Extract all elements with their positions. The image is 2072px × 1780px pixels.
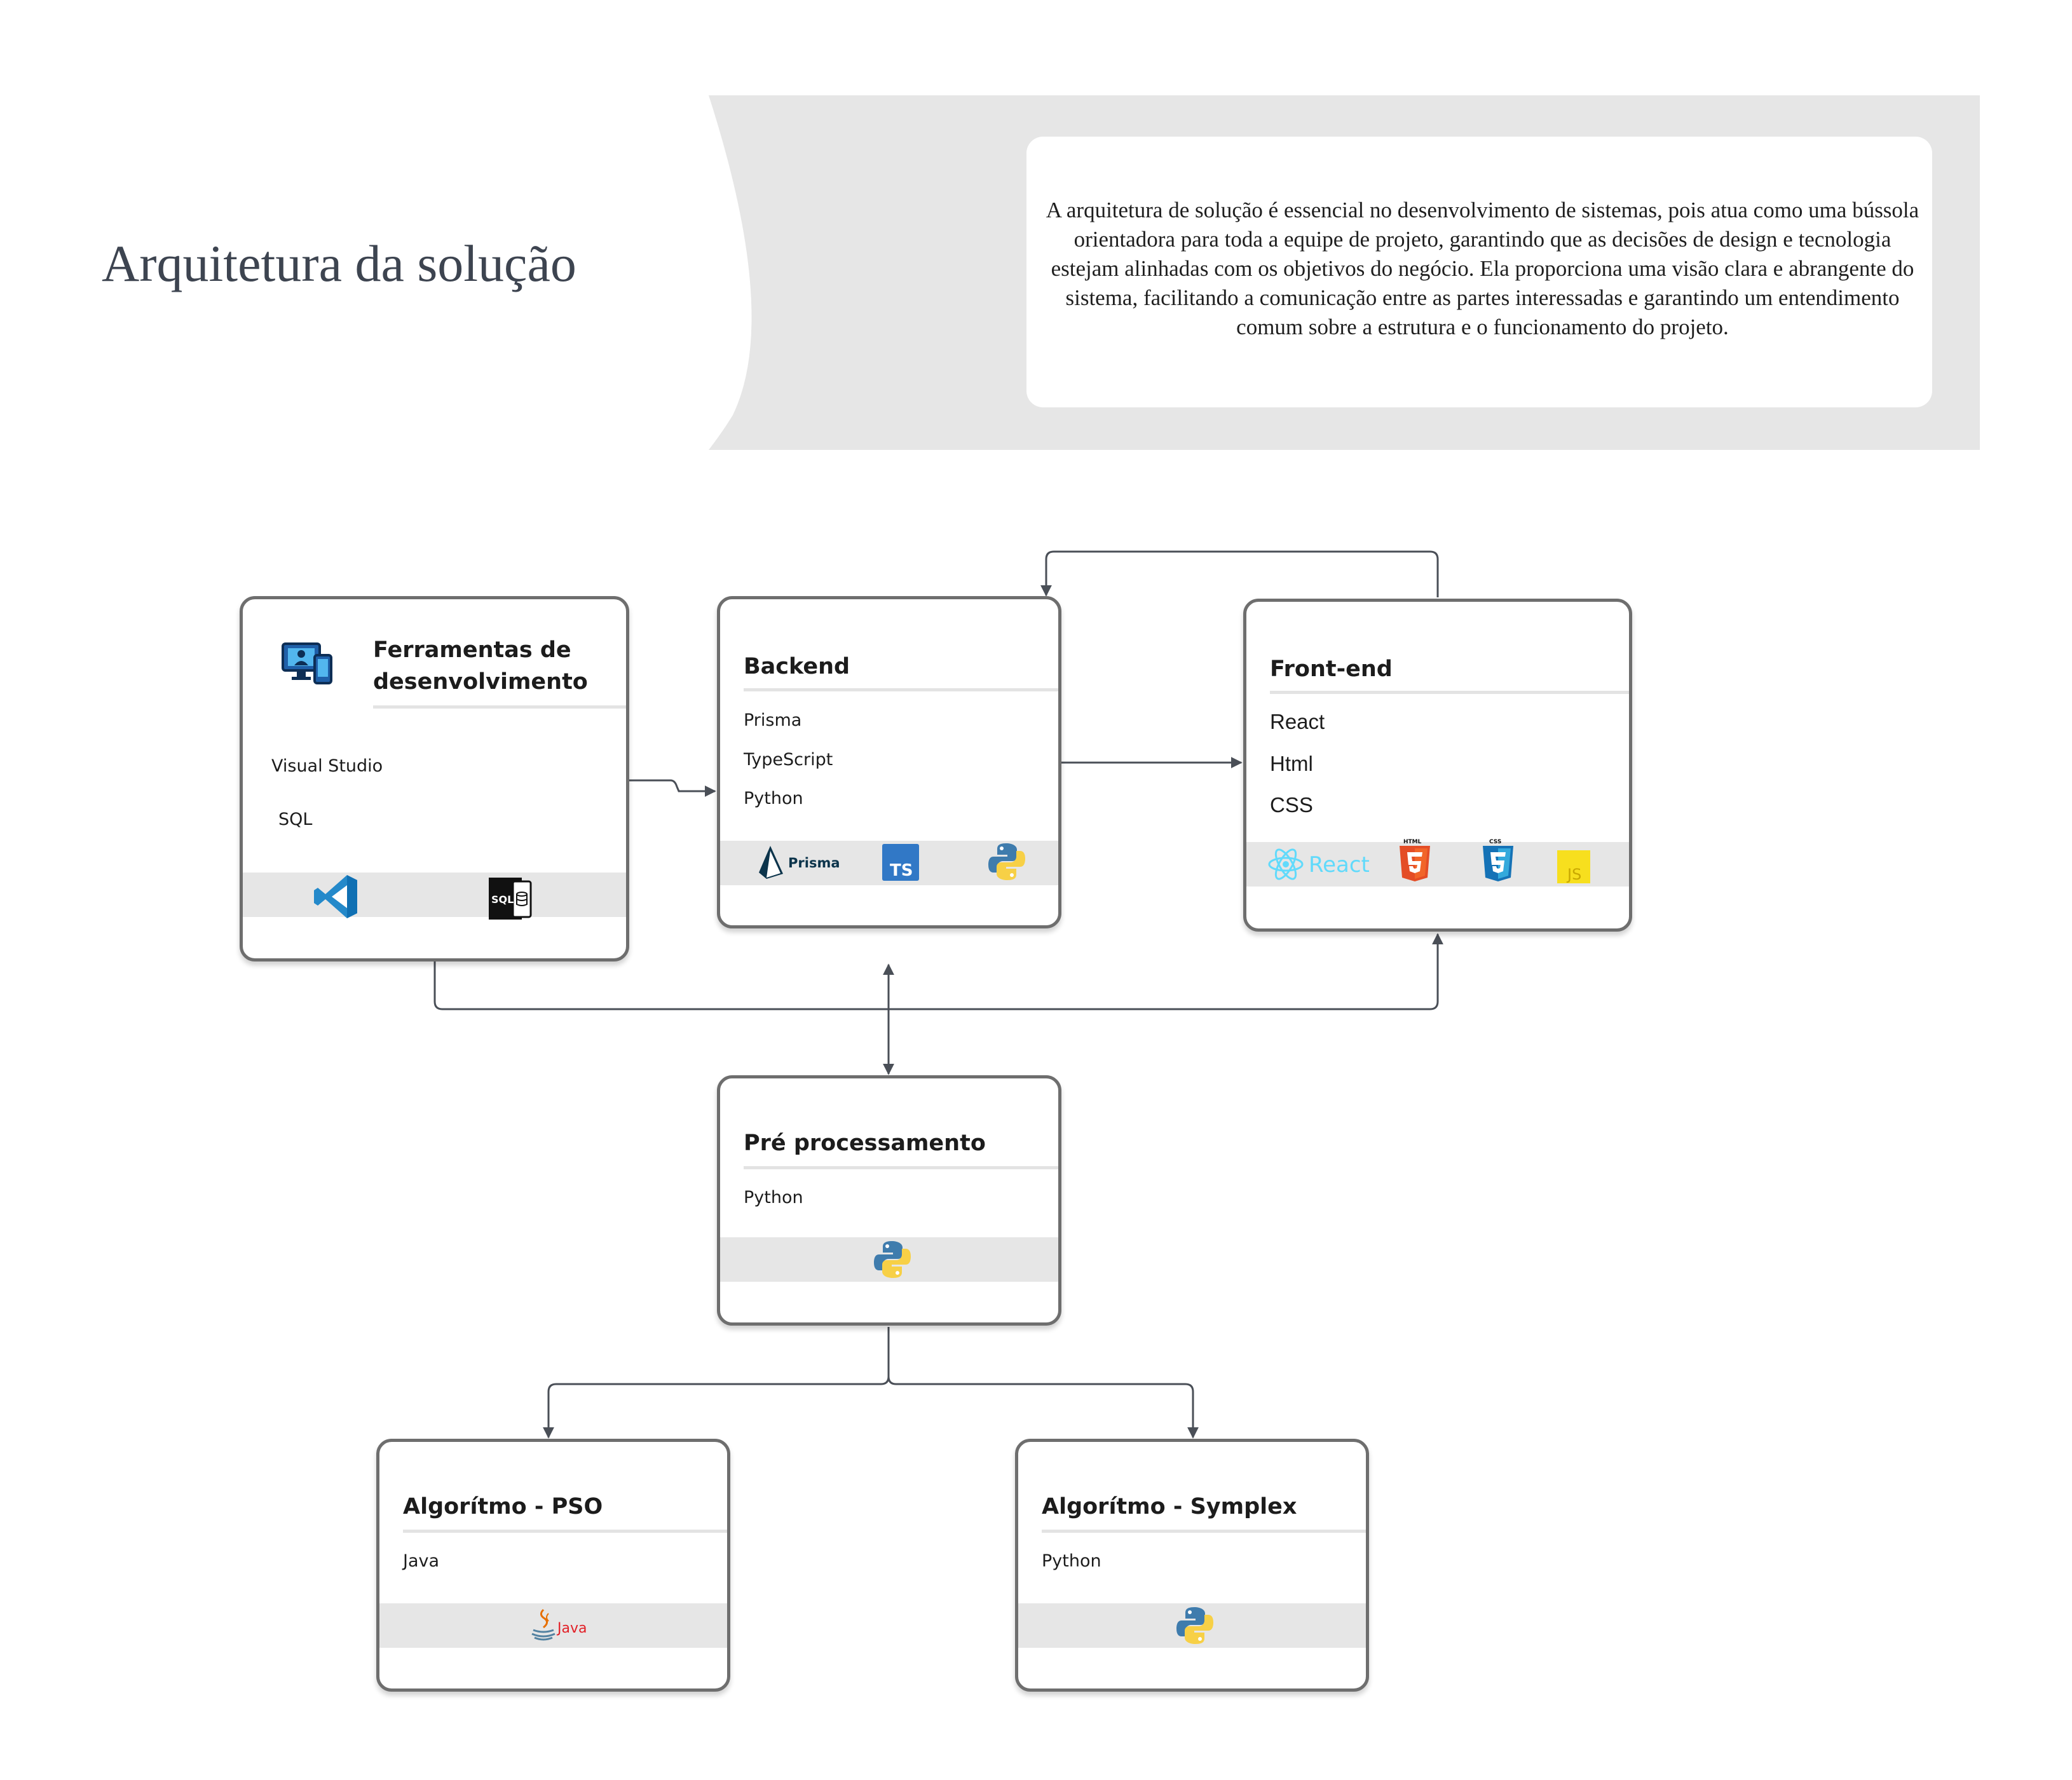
page-title: Arquitetura da solução bbox=[102, 234, 576, 292]
node-preprocessing[interactable]: Pré processamento Python bbox=[717, 1075, 1061, 1326]
node-pso-title: Algorítmo - PSO bbox=[403, 1494, 603, 1519]
node-dev-tools-item-sql: SQL bbox=[278, 810, 313, 829]
react-logo-text: React bbox=[1309, 852, 1370, 878]
edge-frontend-backend bbox=[1040, 550, 1439, 597]
node-frontend[interactable]: Front-end React Html CSS React HTML CSS … bbox=[1243, 599, 1632, 932]
vscode-icon bbox=[314, 875, 357, 918]
typescript-icon: TS bbox=[882, 844, 919, 881]
node-dev-tools-title-2: desenvolvimento bbox=[373, 669, 588, 695]
node-simplex-title: Algorítmo - Symplex bbox=[1042, 1494, 1297, 1519]
edge-preprocessing-simplex bbox=[887, 1376, 1199, 1439]
intro-card bbox=[1026, 137, 1932, 407]
node-backend-divider bbox=[744, 688, 1058, 691]
node-backend-title: Backend bbox=[744, 654, 850, 679]
css-logo-text: CSS bbox=[1489, 839, 1501, 845]
dev-tools-icon bbox=[282, 642, 332, 684]
react-icon: React bbox=[1268, 848, 1370, 880]
node-pso-item-java: Java bbox=[403, 1551, 440, 1571]
node-backend[interactable]: Backend Prisma TypeScript Python Prisma … bbox=[717, 596, 1061, 928]
python-icon bbox=[874, 1241, 911, 1278]
prisma-icon: Prisma bbox=[759, 846, 840, 879]
node-dev-tools-divider bbox=[373, 705, 626, 709]
edge-tools-backend bbox=[629, 779, 716, 797]
sql-icon: SQL bbox=[489, 878, 532, 920]
css3-icon: CSS bbox=[1483, 839, 1513, 881]
node-preprocessing-title: Pré processamento bbox=[744, 1131, 986, 1156]
node-simplex-item-python: Python bbox=[1042, 1551, 1101, 1571]
ts-logo-text: TS bbox=[890, 861, 913, 880]
java-icon: Java bbox=[531, 1608, 587, 1641]
node-simplex-divider bbox=[1042, 1530, 1366, 1533]
node-dev-tools-item-vs: Visual Studio bbox=[271, 756, 383, 776]
python-icon bbox=[988, 843, 1025, 880]
node-backend-item-python: Python bbox=[744, 789, 803, 808]
svg-text:SQL: SQL bbox=[491, 893, 514, 906]
node-frontend-item-react: React bbox=[1270, 710, 1325, 733]
node-frontend-item-css: CSS bbox=[1270, 793, 1313, 817]
node-preprocessing-divider bbox=[744, 1166, 1058, 1169]
prisma-logo-text: Prisma bbox=[788, 855, 840, 871]
header-band-curve bbox=[636, 95, 788, 450]
javascript-icon: JS bbox=[1557, 850, 1590, 883]
node-dev-tools[interactable]: Ferramentas de desenvolvimento Visual St… bbox=[240, 596, 629, 961]
edge-tools-frontend bbox=[433, 933, 1443, 1010]
node-dev-tools-icon-strip bbox=[243, 873, 626, 917]
node-dev-tools-title-1: Ferramentas de bbox=[373, 637, 571, 663]
js-logo-text: JS bbox=[1566, 866, 1581, 883]
node-frontend-title: Front-end bbox=[1270, 656, 1393, 682]
intro-description: A arquitetura de solução é essencial no … bbox=[1046, 198, 1919, 339]
java-logo-text: Java bbox=[556, 1620, 587, 1636]
node-backend-item-typescript: TypeScript bbox=[744, 750, 833, 770]
html5-icon: HTML bbox=[1400, 839, 1430, 881]
html-logo-text: HTML bbox=[1403, 839, 1422, 845]
node-simplex[interactable]: Algorítmo - Symplex Python bbox=[1015, 1439, 1369, 1692]
node-pso-icon-strip bbox=[379, 1603, 727, 1648]
node-preprocessing-item-python: Python bbox=[744, 1188, 803, 1207]
node-frontend-item-html: Html bbox=[1270, 752, 1313, 775]
edge-preprocessing-pso bbox=[543, 1327, 890, 1439]
node-frontend-divider bbox=[1270, 691, 1629, 694]
node-pso[interactable]: Algorítmo - PSO Java Java bbox=[376, 1439, 730, 1692]
node-backend-item-prisma: Prisma bbox=[744, 710, 802, 730]
node-pso-divider bbox=[403, 1530, 727, 1533]
python-icon bbox=[1176, 1607, 1213, 1644]
